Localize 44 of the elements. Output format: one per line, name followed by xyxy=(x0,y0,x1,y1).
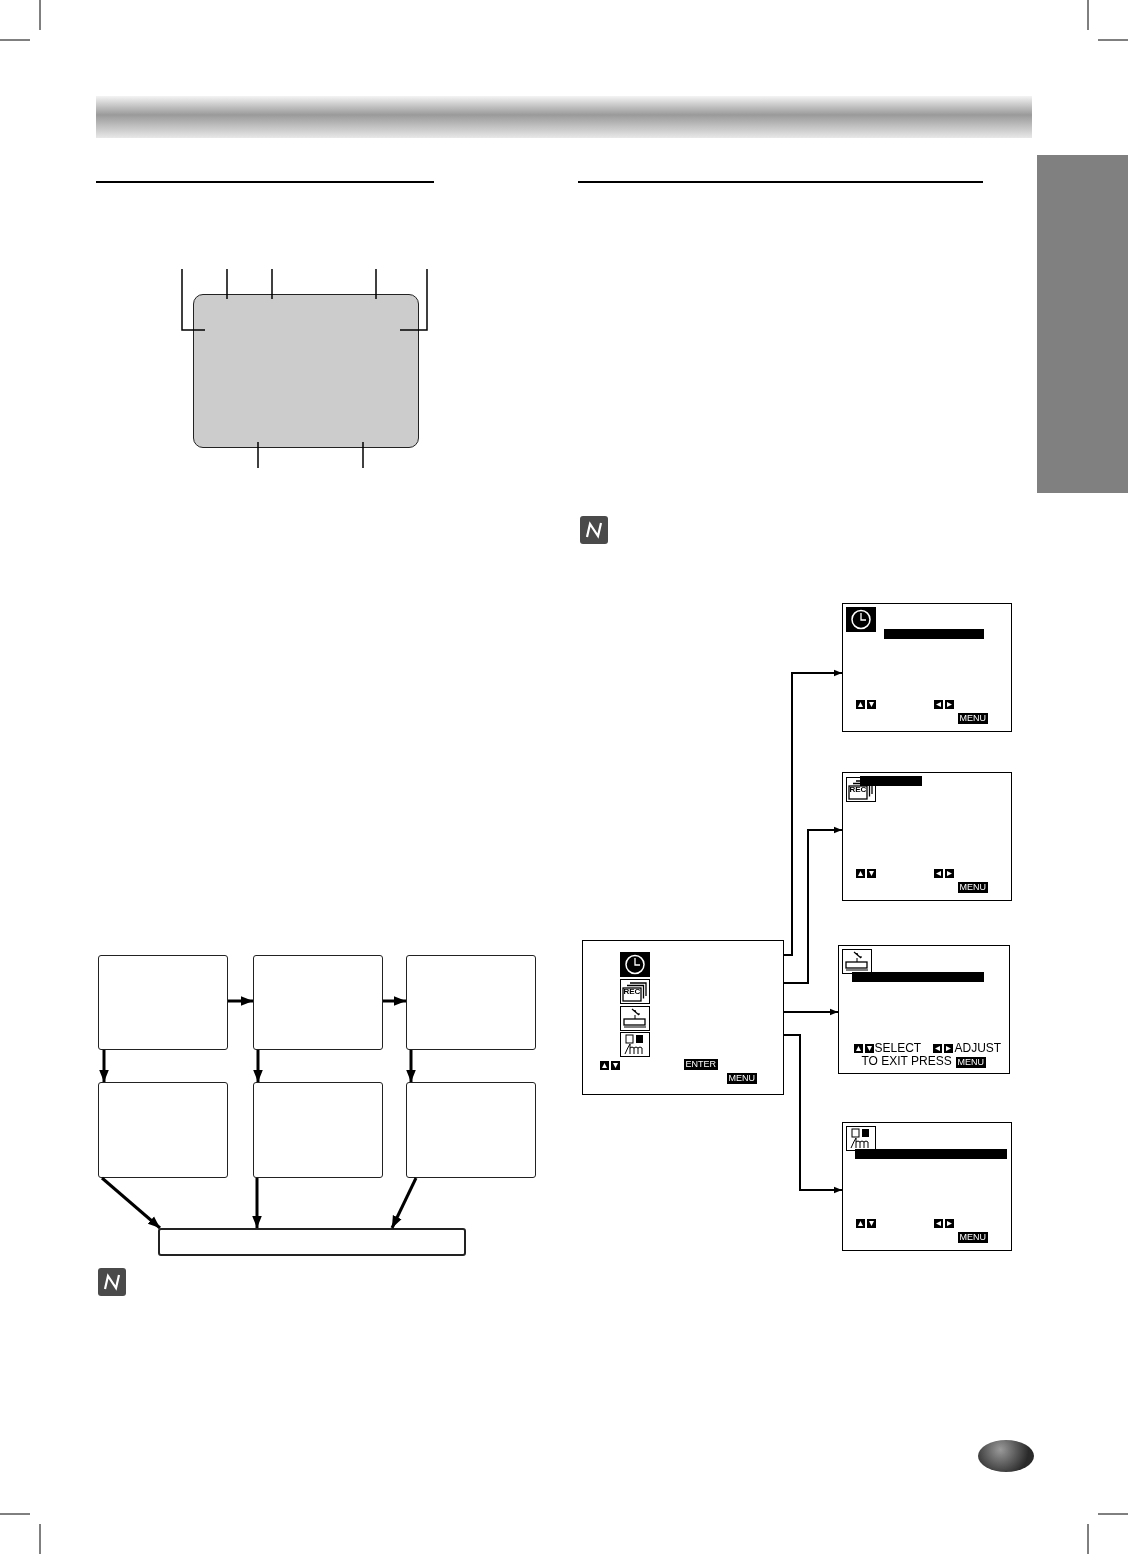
menu-screen xyxy=(842,1122,1012,1251)
arrow xyxy=(783,669,843,956)
key-label: MENU xyxy=(957,1231,988,1243)
arrow xyxy=(783,1034,843,1194)
arrow xyxy=(383,996,406,1006)
icon-label: REC xyxy=(849,784,867,794)
flow-box xyxy=(253,955,383,1050)
arrow xyxy=(101,1176,161,1230)
flow-box xyxy=(158,1228,466,1256)
key-label: MENU xyxy=(957,712,988,724)
arrow xyxy=(406,1050,416,1082)
menu-text: TO EXIT PRESS xyxy=(861,1054,952,1068)
leader-line xyxy=(399,268,428,331)
screen-display xyxy=(193,294,419,448)
menu-screen xyxy=(842,603,1012,732)
key-label: MENU xyxy=(957,881,988,893)
arrow xyxy=(390,1177,418,1229)
flow-box xyxy=(98,1082,228,1178)
flow-box xyxy=(406,1082,536,1178)
key-label: MENU xyxy=(955,1056,986,1068)
menu-screen xyxy=(582,940,784,1095)
leader-line xyxy=(375,268,377,300)
key-label: ENTER xyxy=(683,1058,718,1070)
flow-box xyxy=(98,955,228,1050)
leader-line xyxy=(226,268,228,300)
leader-line xyxy=(257,441,259,469)
flow-box xyxy=(253,1082,383,1178)
menu-text: ADJUST xyxy=(954,1041,1002,1055)
arrow xyxy=(228,996,253,1006)
icon-label: REC xyxy=(623,986,641,996)
arrow xyxy=(783,826,843,984)
key-label: MENU xyxy=(726,1072,757,1084)
arrow xyxy=(252,1178,262,1228)
flow-box xyxy=(406,955,536,1050)
side-tab xyxy=(1037,155,1128,493)
menu-screen xyxy=(842,772,1012,901)
arrow xyxy=(783,1008,839,1016)
arrow xyxy=(99,1050,109,1082)
leader-line xyxy=(271,268,273,300)
menu-screen xyxy=(838,945,1010,1074)
leader-line xyxy=(181,268,206,331)
leader-line xyxy=(362,441,364,469)
arrow xyxy=(253,1050,263,1082)
menu-text: SELECT xyxy=(874,1041,922,1055)
